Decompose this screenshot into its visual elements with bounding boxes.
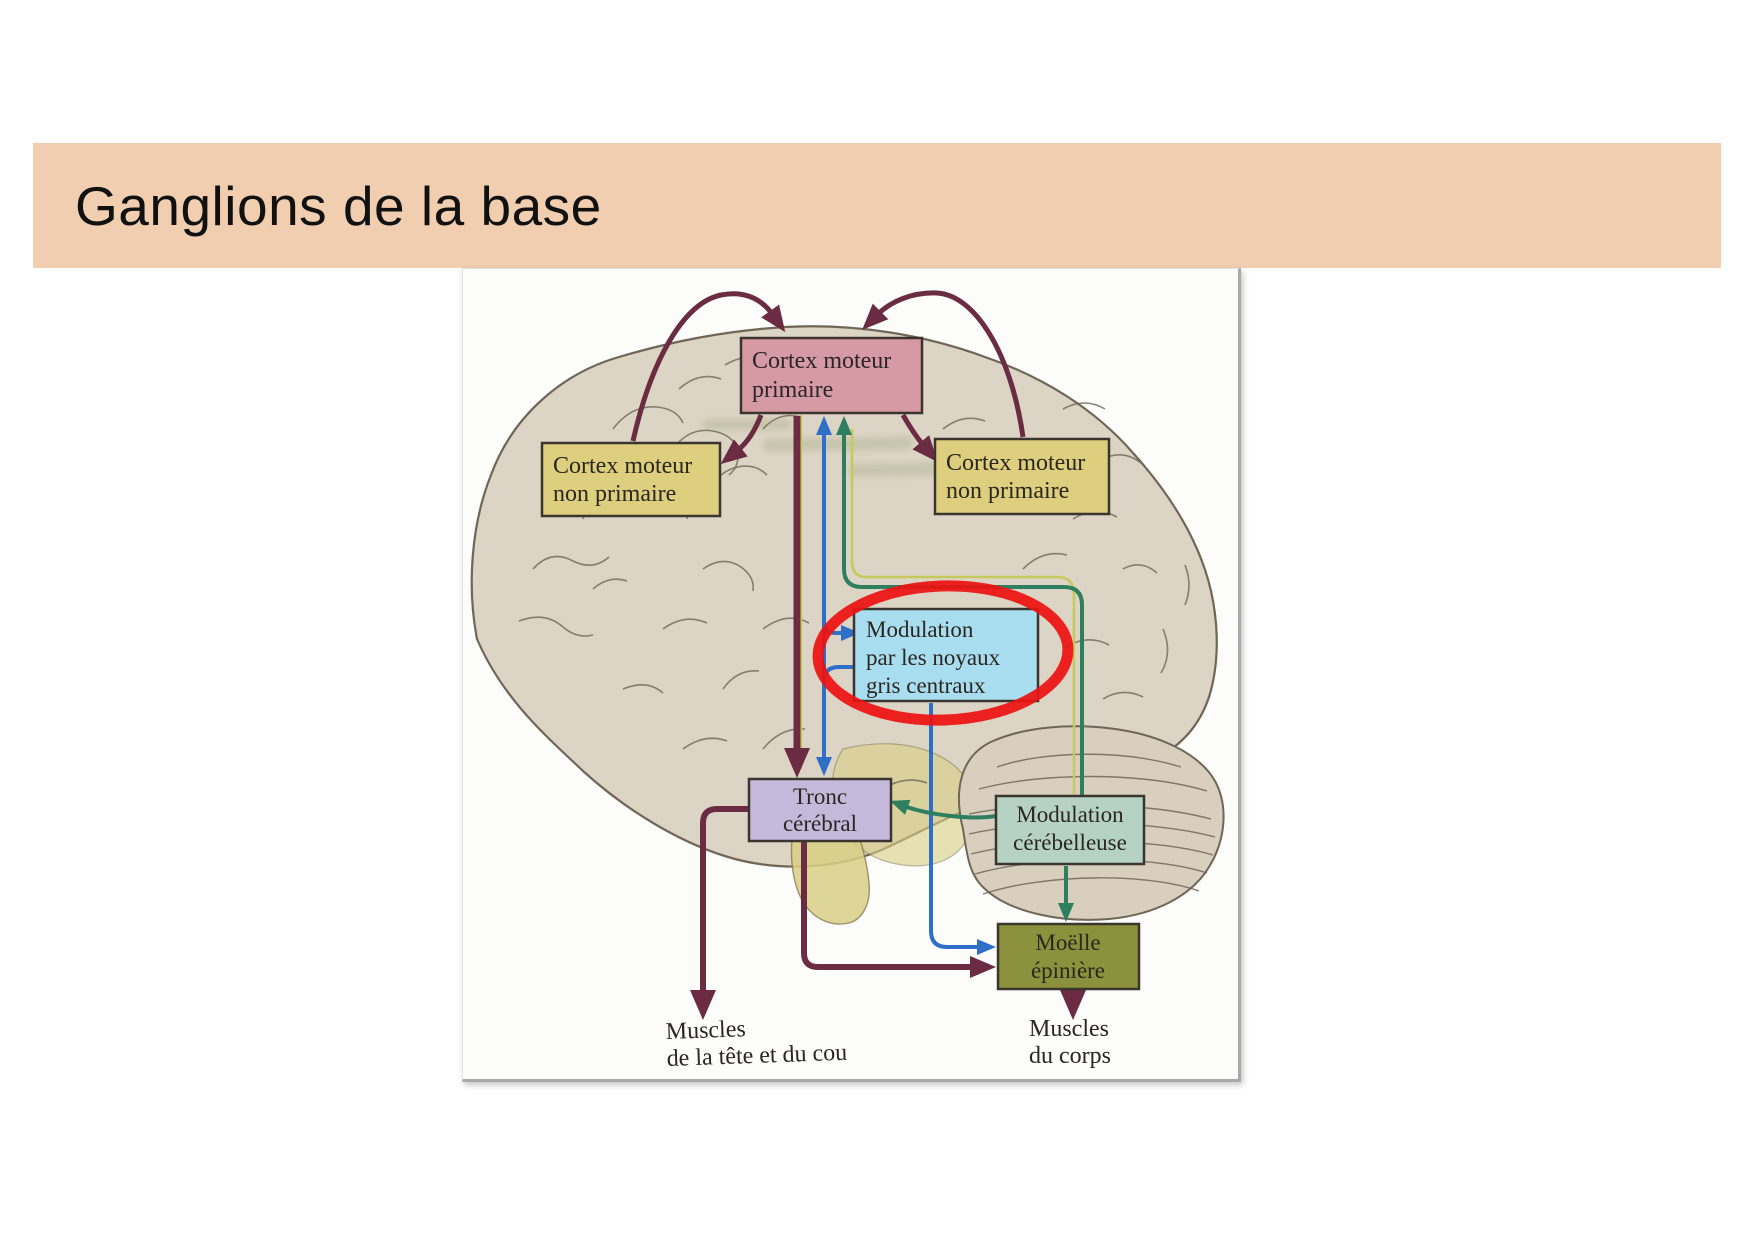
page-title: Ganglions de la base: [75, 174, 602, 237]
title-banner: Ganglions de la base: [33, 143, 1721, 268]
red-highlight-ellipse: [812, 580, 1074, 726]
left-nonprimary-label-1: Cortex moteur: [553, 453, 692, 479]
basal-ganglia-label-2: par les noyaux: [866, 645, 1001, 670]
arrow-cerebellar-to-brainstem: [889, 799, 997, 820]
spinal-cord-box: Moëlle épinière: [996, 922, 1141, 991]
primary-motor-label-2: primaire: [752, 377, 833, 403]
arc-primary-to-right-nonprimary: [900, 413, 938, 462]
pathway-arrows: [630, 290, 1086, 1020]
primary-motor-label-1: Cortex moteur: [752, 348, 891, 374]
cerebellar-label-2: cérébelleuse: [1013, 830, 1127, 855]
cerebellar-modulation-box: Modulation cérébelleuse: [994, 794, 1146, 866]
basal-ganglia-box: Modulation par les noyaux gris centraux: [852, 607, 1040, 703]
arrow-basal-to-spinal: [929, 703, 996, 955]
spinal-cord-label-1: Moëlle: [1035, 930, 1100, 955]
motor-pathways-diagram: Cortex moteur primaire Cortex moteur non…: [470, 290, 1225, 1072]
muscles-head-line-1: Muscles: [665, 1016, 746, 1045]
brainstem-rect: [747, 777, 893, 843]
spinal-cord-label-2: épinière: [1031, 958, 1105, 983]
basal-ganglia-rect: [852, 607, 1040, 703]
spinal-cord-rect: [996, 922, 1141, 991]
primary-motor-cortex-rect: [739, 336, 924, 415]
brainstem-label-2: cérébral: [783, 811, 857, 836]
left-nonprimary-label-2: non primaire: [553, 481, 676, 507]
right-nonprimary-rect: [933, 437, 1111, 516]
cerebellar-label-1: Modulation: [1016, 802, 1124, 827]
arrow-brainstem-to-head-muscles: [690, 806, 749, 1020]
link-cortex-to-cerebellar: [842, 568, 1084, 796]
cerebellar-modulation-rect: [994, 794, 1146, 866]
right-nonprimary-label-1: Cortex moteur: [946, 450, 1085, 476]
diagram-boxes: Cortex moteur primaire Cortex moteur non…: [540, 336, 1146, 991]
primary-motor-cortex-box: Cortex moteur primaire: [739, 336, 924, 415]
muscles-head-line-2: de la tête et du cou: [666, 1040, 847, 1072]
muscles-body-line-2: du corps: [1029, 1043, 1111, 1069]
basal-ganglia-label-3: gris centraux: [866, 673, 986, 698]
right-nonprimary-cortex-box: Cortex moteur non primaire: [933, 437, 1111, 516]
left-nonprimary-cortex-box: Cortex moteur non primaire: [540, 441, 722, 518]
left-nonprimary-rect: [540, 441, 722, 518]
muscles-body-line-1: Muscles: [1029, 1016, 1109, 1042]
arc-right-nonprimary-to-primary: [862, 290, 1026, 438]
arc-primary-to-left-nonprimary: [720, 414, 764, 465]
scanned-figure: Cortex moteur primaire Cortex moteur non…: [462, 268, 1241, 1082]
muscles-head-label: Muscles de la tête et du cou: [665, 1016, 847, 1072]
brainstem-label-1: Tronc: [793, 784, 847, 809]
arrow-brainstem-to-spinal: [801, 842, 996, 978]
basal-ganglia-label-1: Modulation: [866, 617, 974, 642]
brainstem-shape: [790, 824, 870, 925]
arc-left-nonprimary-to-primary: [630, 291, 786, 442]
brainstem-box: Tronc cérébral: [747, 777, 893, 843]
right-nonprimary-label-2: non primaire: [946, 478, 1069, 504]
muscles-body-label: Muscles du corps: [1029, 1016, 1111, 1069]
